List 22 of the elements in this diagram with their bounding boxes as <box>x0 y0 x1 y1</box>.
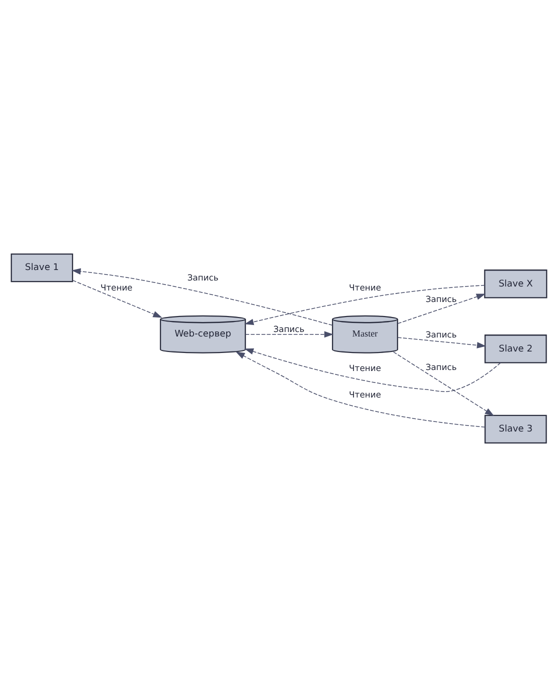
edge-label: Чтение <box>349 389 382 400</box>
node-box: Slave 3 <box>484 414 547 444</box>
edge-label: Чтение <box>349 282 382 292</box>
node-box: Slave 1 <box>10 252 74 282</box>
edge-label: Запись <box>426 294 457 304</box>
arrow <box>72 268 333 326</box>
arrow <box>245 330 334 338</box>
edge-label: Запись <box>187 272 218 282</box>
edge-label: Чтение <box>349 362 382 372</box>
edge-label: Запись <box>426 328 457 339</box>
arrow <box>397 293 486 324</box>
arrow <box>397 336 486 348</box>
edge-label: Чтение <box>100 282 132 292</box>
edge-label: Запись <box>273 323 304 334</box>
arrow <box>393 351 494 416</box>
arrow <box>244 284 486 325</box>
node-box: Slave X <box>484 269 548 298</box>
arrow <box>244 348 501 392</box>
arrow <box>72 279 162 318</box>
node-box: Slave 2 <box>484 334 547 363</box>
arrow <box>236 351 486 427</box>
edge-label: Запись <box>426 362 457 372</box>
